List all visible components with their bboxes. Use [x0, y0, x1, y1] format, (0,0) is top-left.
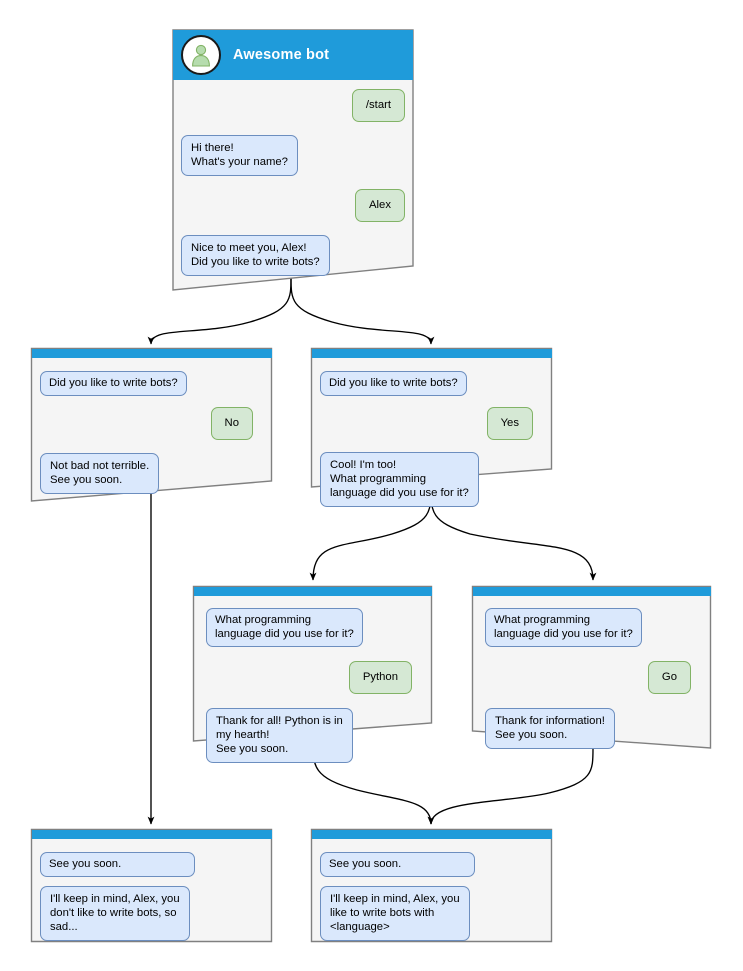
message-row: I'll keep in mind, Alex, you don't like … [40, 886, 263, 941]
bot-bubble[interactable]: See you soon. [320, 852, 475, 877]
chat-card-branch-python[interactable]: What programming language did you use fo… [192, 585, 433, 763]
chat-body-end-yes: See you soon. I'll keep in mind, Alex, y… [310, 839, 553, 941]
message-row: /start [181, 89, 405, 122]
user-bubble[interactable]: Alex [355, 189, 405, 222]
card-header-bar [31, 348, 272, 358]
card-header-bar [193, 586, 432, 596]
chat-card-end-yes[interactable]: See you soon. I'll keep in mind, Alex, y… [310, 828, 553, 943]
chat-card-branch-no[interactable]: Did you like to write bots? No Not bad n… [30, 347, 273, 503]
message-row: Yes [320, 407, 543, 440]
chat-body-branch-go: What programming language did you use fo… [471, 596, 712, 749]
user-avatar-icon [181, 35, 221, 75]
card-header-bar [311, 348, 552, 358]
chat-body-branch-python: What programming language did you use fo… [192, 596, 433, 763]
card-header-bar [311, 829, 552, 839]
chat-body-branch-no: Did you like to write bots? No Not bad n… [30, 358, 273, 494]
bot-bubble[interactable]: What programming language did you use fo… [485, 608, 642, 647]
chat-card-branch-yes[interactable]: Did you like to write bots? Yes Cool! I'… [310, 347, 553, 507]
message-row: What programming language did you use fo… [206, 608, 423, 647]
message-row: Not bad not terrible. See you soon. [40, 453, 263, 494]
bot-bubble[interactable]: Did you like to write bots? [40, 371, 187, 396]
message-row: Thank for information! See you soon. [485, 708, 702, 749]
card-header-bar [31, 829, 272, 839]
message-row: Cool! I'm too! What programming language… [320, 452, 543, 507]
bot-bubble[interactable]: I'll keep in mind, Alex, you don't like … [40, 886, 190, 941]
bot-bubble[interactable]: I'll keep in mind, Alex, you like to wri… [320, 886, 470, 941]
connector-go-to-end-yes [427, 747, 594, 825]
message-row: Thank for all! Python is in my hearth! S… [206, 708, 423, 763]
user-bubble[interactable]: Yes [486, 407, 533, 440]
card-header-bar [472, 586, 711, 596]
message-row: I'll keep in mind, Alex, you like to wri… [320, 886, 543, 941]
chat-body-branch-yes: Did you like to write bots? Yes Cool! I'… [310, 358, 553, 507]
chat-card-branch-go[interactable]: What programming language did you use fo… [471, 585, 712, 750]
bot-bubble[interactable]: Thank for all! Python is in my hearth! S… [206, 708, 353, 763]
card-header-root: Awesome bot [173, 30, 413, 80]
chat-card-root[interactable]: Awesome bot /start Hi there! What's your… [171, 28, 415, 292]
message-row: Alex [181, 189, 405, 222]
bot-bubble[interactable]: Not bad not terrible. See you soon. [40, 453, 160, 494]
chat-body-end-no: See you soon. I'll keep in mind, Alex, y… [30, 839, 273, 941]
message-row: No [40, 407, 263, 440]
bot-bubble[interactable]: Thank for information! See you soon. [485, 708, 615, 749]
user-bubble[interactable]: Python [348, 661, 412, 694]
message-row: What programming language did you use fo… [485, 608, 702, 647]
chat-body-root: /start Hi there! What's your name? Alex … [171, 80, 415, 276]
user-bubble[interactable]: No [210, 407, 253, 440]
message-row: See you soon. [320, 852, 543, 877]
message-row: Python [206, 661, 423, 694]
bot-bubble[interactable]: Nice to meet you, Alex! Did you like to … [181, 235, 330, 276]
message-row: Hi there! What's your name? [181, 135, 405, 176]
bot-bubble[interactable]: Hi there! What's your name? [181, 135, 298, 176]
message-row: Go [485, 661, 702, 694]
message-row: See you soon. [40, 852, 263, 877]
bot-bubble[interactable]: See you soon. [40, 852, 195, 877]
message-row: Did you like to write bots? [320, 371, 543, 396]
message-row: Nice to meet you, Alex! Did you like to … [181, 235, 405, 276]
user-bubble[interactable]: Go [647, 661, 691, 694]
bot-bubble[interactable]: What programming language did you use fo… [206, 608, 363, 647]
bot-bubble[interactable]: Cool! I'm too! What programming language… [320, 452, 479, 507]
bot-bubble[interactable]: Did you like to write bots? [320, 371, 467, 396]
card-title-root: Awesome bot [233, 47, 330, 63]
chat-card-end-no[interactable]: See you soon. I'll keep in mind, Alex, y… [30, 828, 273, 943]
message-row: Did you like to write bots? [40, 371, 263, 396]
user-bubble[interactable]: /start [351, 89, 405, 122]
